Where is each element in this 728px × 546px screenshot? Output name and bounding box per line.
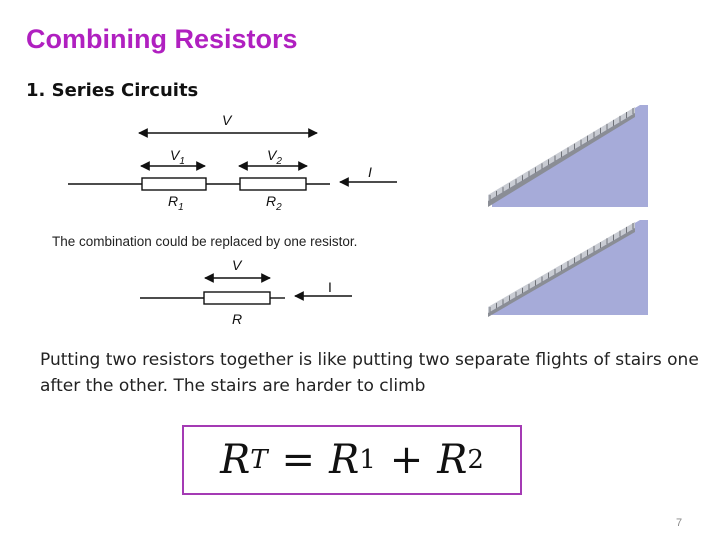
current-label-bottom: I [328, 279, 332, 295]
resistor-r2 [239, 177, 307, 191]
body-text: Putting two resistors together is like p… [40, 350, 699, 396]
resistor-r [203, 291, 271, 305]
v2-label: V2 [267, 147, 282, 167]
formula-term1-sub: 1 [359, 445, 376, 475]
r-label: R [232, 311, 242, 327]
formula-plus: + [389, 437, 424, 483]
single-long-staircase [488, 105, 648, 207]
v-total-label: V [222, 112, 233, 128]
v-label: V [232, 257, 243, 273]
v1-label: V1 [170, 147, 185, 167]
resistor-r1 [141, 177, 207, 191]
stairs-illustration [488, 105, 648, 317]
double-flight-staircase [488, 220, 648, 317]
circuit-caption: The combination could be replaced by one… [52, 234, 357, 249]
formula-term2-sub: 2 [467, 445, 484, 475]
formula-equals: = [281, 437, 316, 483]
series-circuit-diagram: V V1 V2 I R1 R2 V I R The combination co… [52, 112, 397, 327]
page-number: 7 [676, 517, 683, 529]
formula-term1: R [329, 437, 360, 483]
formula-lhs-sub: T [250, 445, 268, 475]
slide-title: Combining Resistors [26, 24, 298, 54]
formula-term2: R [437, 437, 468, 483]
r2-label: R2 [266, 193, 282, 213]
section-heading: 1. Series Circuits [26, 80, 199, 101]
current-label: I [368, 164, 372, 180]
formula-lhs: R [220, 437, 251, 483]
r1-label: R1 [168, 193, 184, 213]
